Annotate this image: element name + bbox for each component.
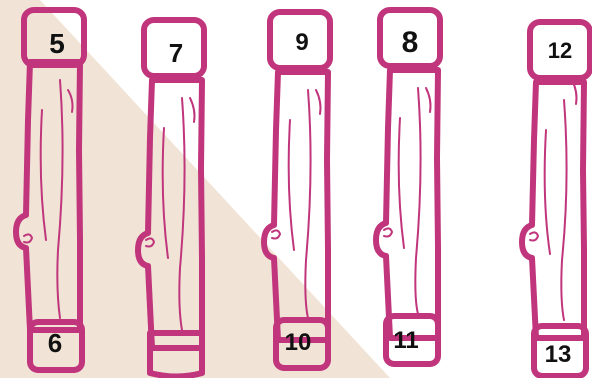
stick-3-top-number: 9 bbox=[295, 29, 308, 56]
stick-4[interactable]: 8 11 bbox=[376, 10, 440, 364]
stick-3-bottom-number: 10 bbox=[285, 329, 312, 356]
stick-1-bottom-number: 6 bbox=[48, 328, 62, 358]
stick-2-top-number: 7 bbox=[169, 38, 183, 68]
stick-4-body bbox=[376, 10, 440, 364]
stick-5-bottom-number: 13 bbox=[545, 341, 572, 368]
stick-5-top-number: 12 bbox=[548, 38, 572, 63]
stick-1-top-number: 5 bbox=[49, 28, 65, 59]
stick-4-bottom-number: 11 bbox=[393, 327, 418, 354]
stick-5[interactable]: 12 13 bbox=[522, 22, 590, 376]
stick-4-top-number: 8 bbox=[402, 26, 419, 59]
stick-5-body bbox=[522, 22, 590, 376]
